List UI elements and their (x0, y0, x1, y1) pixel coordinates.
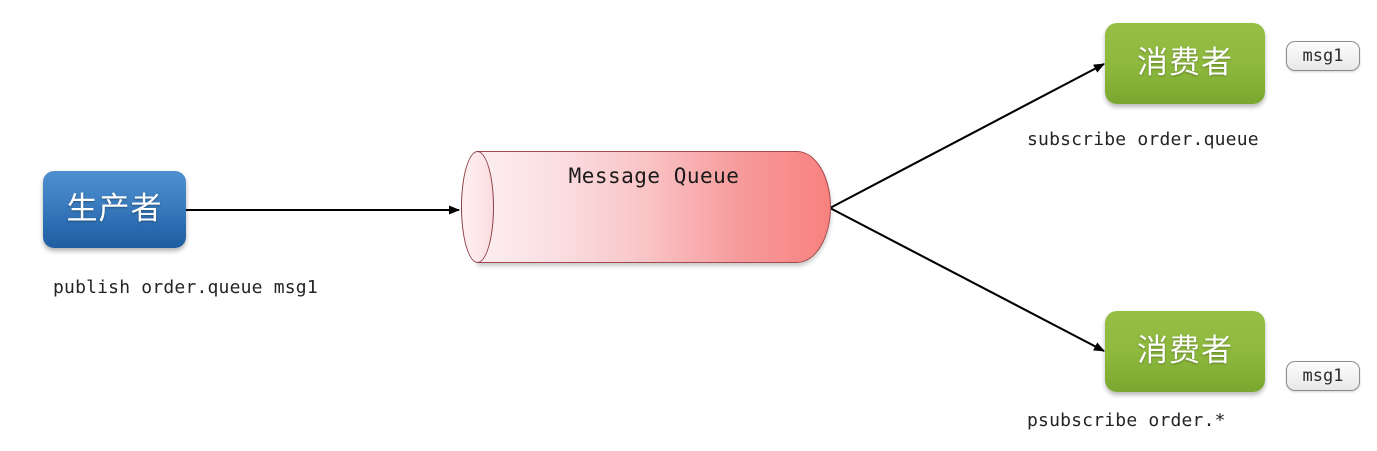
message-queue-node[interactable]: Message Queue (461, 151, 831, 263)
cylinder-cap-icon (461, 151, 494, 263)
consumer-node-bottom[interactable]: 消费者 (1105, 311, 1265, 392)
producer-label: 生产者 (66, 191, 163, 227)
consumer-top-label: 消费者 (1137, 45, 1233, 81)
producer-node[interactable]: 生产者 (43, 171, 186, 248)
consumer-node-top[interactable]: 消费者 (1105, 23, 1265, 104)
message-badge-top: msg1 (1286, 41, 1360, 71)
cylinder-body-shape (477, 151, 831, 263)
edge-queue-to-consumer-bottom (829, 207, 1105, 352)
message-badge-bottom: msg1 (1286, 361, 1360, 391)
publish-command-label: publish order.queue msg1 (53, 277, 318, 298)
subscribe-command-label: subscribe order.queue (1027, 129, 1259, 150)
psubscribe-command-label: psubscribe order.* (1027, 410, 1226, 431)
message-queue-label: Message Queue (568, 164, 740, 188)
consumer-bottom-label: 消费者 (1137, 333, 1233, 369)
